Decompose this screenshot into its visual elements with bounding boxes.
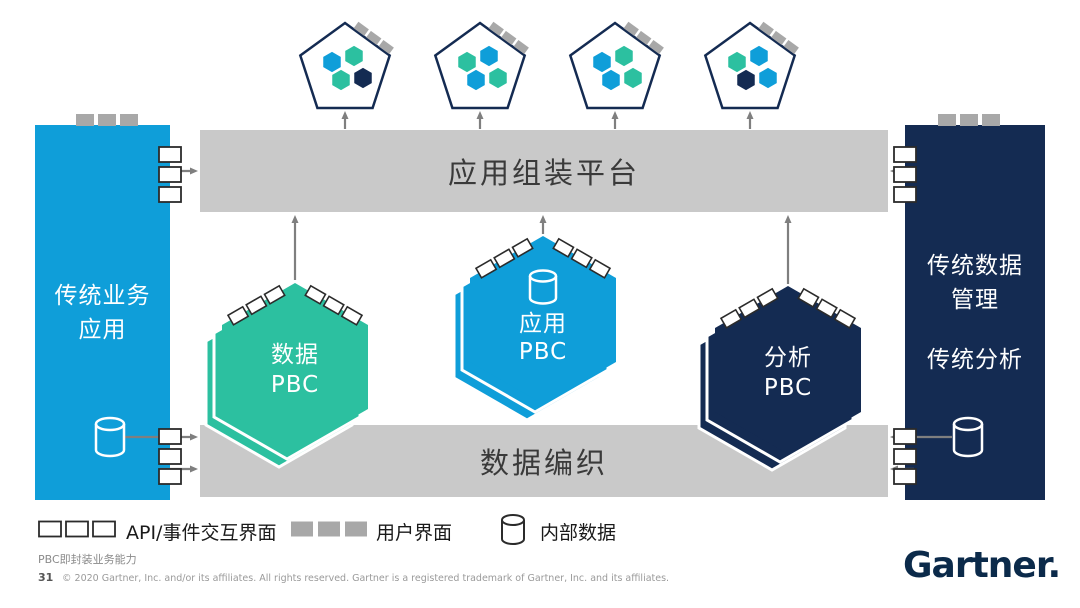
pbc-mini-hexagons-1	[321, 44, 374, 92]
legacy-data-label-line2: 管理	[951, 286, 999, 313]
data-pbc-hexagon: 数据 PBC	[204, 283, 368, 469]
api-stack-right-bottom	[893, 428, 917, 485]
legend-internal-data-label: 内部数据	[540, 522, 617, 544]
api-stack-left-bottom	[158, 428, 182, 485]
legacy-data-label: 传统数据 管理 传统分析	[927, 249, 1023, 377]
data-pbc-name: 数据	[271, 342, 319, 368]
app-pbc-name: 应用	[519, 311, 567, 337]
app-pbc-hexagon: 应用 PBC	[452, 236, 616, 422]
page-number: 31	[38, 571, 54, 584]
api-dashes-data-pbc	[226, 284, 364, 326]
legacy-data-label-line1: 传统数据	[927, 252, 1023, 279]
composed-app-pentagon-1	[298, 21, 394, 110]
legacy-apps-label-line1: 传统业务	[54, 282, 151, 309]
ui-dashes-pentagon-3	[623, 21, 664, 55]
ui-dashes-pentagon-1	[353, 21, 394, 55]
footnote: PBC即封装业务能力	[38, 553, 137, 566]
legacy-apps-panel: 传统业务 应用	[35, 125, 170, 500]
legend-ui-label: 用户界面	[376, 522, 453, 544]
legacy-analytics-label: 传统分析	[927, 346, 1023, 373]
internal-data-cylinder-app-pbc	[528, 269, 558, 305]
assembly-platform-bar: 应用组装平台	[200, 130, 888, 212]
legacy-apps-label: 传统业务 应用	[55, 279, 151, 347]
copyright-line: © 2020 Gartner, Inc. and/or its affiliat…	[62, 573, 670, 584]
ui-dashes-pentagon-4	[758, 21, 799, 55]
composed-app-pentagon-3	[568, 21, 664, 110]
legend-api-label: API/事件交互界面	[126, 522, 277, 544]
composed-app-pentagon-2	[433, 21, 529, 110]
composed-app-pentagon-4	[703, 21, 799, 110]
ui-dashes-legacy-data	[938, 114, 1000, 126]
analytics-pbc-name: 分析	[764, 345, 812, 371]
ui-dashes-pentagon-2	[488, 21, 529, 55]
analytics-pbc-sub: PBC	[764, 375, 812, 401]
api-dashes-analytics-pbc	[719, 287, 857, 329]
pbc-mini-hexagons-2	[456, 44, 509, 92]
legend-ui-icon	[291, 521, 367, 537]
api-stack-left-top	[158, 146, 182, 203]
data-fabric-label: 数据编织	[479, 446, 608, 480]
legacy-apps-label-line2: 应用	[78, 316, 127, 343]
pbc-mini-hexagons-3	[591, 44, 644, 92]
api-dashes-app-pbc	[474, 237, 612, 279]
internal-data-cylinder-right	[952, 416, 984, 458]
internal-data-cylinder-left	[94, 416, 126, 458]
legend-api-icon	[38, 520, 116, 538]
legend-internal-data-icon	[501, 514, 525, 545]
gartner-logo: Gartner.	[903, 545, 1061, 586]
app-pbc-sub: PBC	[519, 339, 567, 365]
ui-dashes-legacy-apps	[76, 114, 138, 126]
assembly-platform-label: 应用组装平台	[447, 156, 640, 190]
analytics-pbc-hexagon: 分析 PBC	[697, 286, 861, 472]
data-pbc-sub: PBC	[271, 372, 319, 398]
api-stack-right-top	[893, 146, 917, 203]
pbc-mini-hexagons-4	[726, 44, 779, 92]
